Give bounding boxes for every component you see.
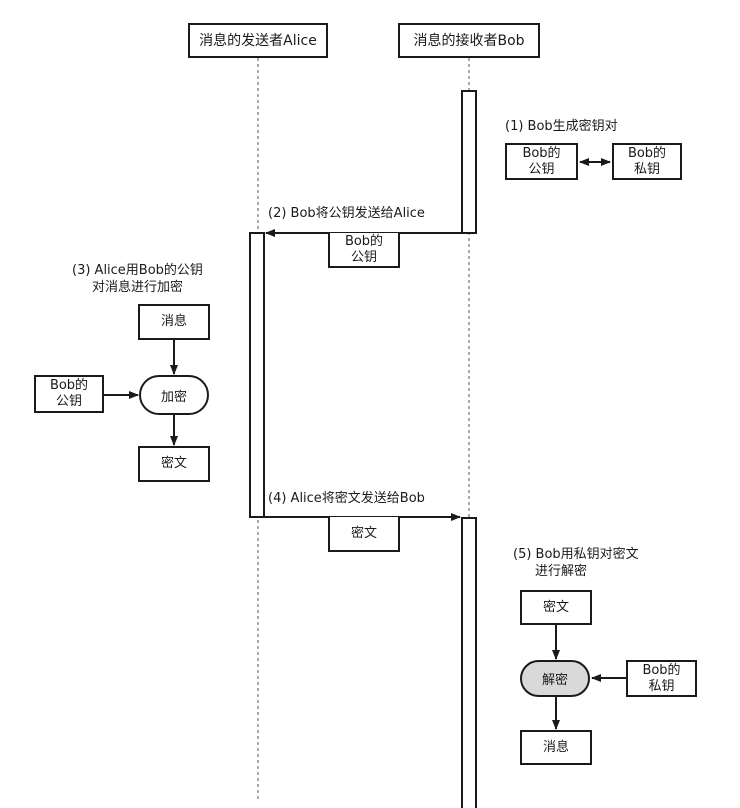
step3-input-box: 消息 (138, 304, 210, 340)
step4-title: (4) Alice将密文发送给Bob (268, 491, 425, 506)
participant-bob: 消息的接收者Bob (398, 23, 540, 58)
step2-payload-line1: Bob的 (344, 233, 384, 249)
public-key-line1: Bob的 (522, 145, 561, 161)
bob-activation-2 (461, 517, 477, 808)
step3-title: (3) Alice用Bob的公钥 对消息进行加密 (72, 262, 203, 296)
step4-payload-box: 密文 (328, 517, 400, 552)
bob-activation-1 (461, 90, 477, 234)
step3-title-line1: (3) Alice用Bob的公钥 (72, 263, 203, 278)
step2-title: (2) Bob将公钥发送给Alice (268, 206, 425, 221)
step3-title-line2: 对消息进行加密 (91, 280, 183, 295)
step1-public-key-box: Bob的 公钥 (505, 143, 578, 180)
step3-output-label: 密文 (160, 456, 187, 471)
participant-bob-label: 消息的接收者Bob (413, 32, 525, 49)
step5-title-line2: 进行解密 (535, 564, 588, 579)
step5-key-line1: Bob的 (642, 662, 681, 678)
step3-output-box: 密文 (138, 446, 210, 482)
encrypt-process-label: 加密 (160, 389, 187, 405)
decrypt-process: 解密 (520, 660, 590, 697)
step1-title: (1) Bob生成密钥对 (505, 119, 618, 134)
participant-alice: 消息的发送者Alice (188, 23, 328, 58)
step5-output-label: 消息 (542, 739, 569, 755)
private-key-line1: Bob的 (627, 145, 667, 161)
step3-key-box: Bob的 公钥 (34, 375, 104, 413)
step4-payload-label: 密文 (350, 525, 377, 541)
decrypt-process-label: 解密 (541, 673, 568, 688)
alice-activation (249, 232, 265, 518)
private-key-line2: 私钥 (633, 161, 660, 177)
step5-key-box: Bob的 私钥 (626, 660, 697, 697)
step5-input-label: 密文 (542, 599, 569, 615)
step3-input-label: 消息 (160, 314, 187, 329)
public-key-line2: 公钥 (528, 161, 555, 177)
step5-input-box: 密文 (520, 590, 592, 625)
encrypt-process: 加密 (139, 375, 209, 415)
step5-output-box: 消息 (520, 730, 592, 765)
step1-private-key-box: Bob的 私钥 (612, 143, 682, 180)
step2-payload-line2: 公钥 (350, 249, 377, 265)
step5-key-line2: 私钥 (648, 678, 675, 694)
step5-title: (5) Bob用私钥对密文 进行解密 (513, 546, 639, 580)
participant-alice-label: 消息的发送者Alice (199, 32, 317, 49)
step3-key-line2: 公钥 (55, 394, 82, 409)
step3-key-line1: Bob的 (49, 378, 89, 393)
step5-title-line1: (5) Bob用私钥对密文 (513, 547, 639, 562)
step2-payload-box: Bob的 公钥 (328, 233, 400, 268)
